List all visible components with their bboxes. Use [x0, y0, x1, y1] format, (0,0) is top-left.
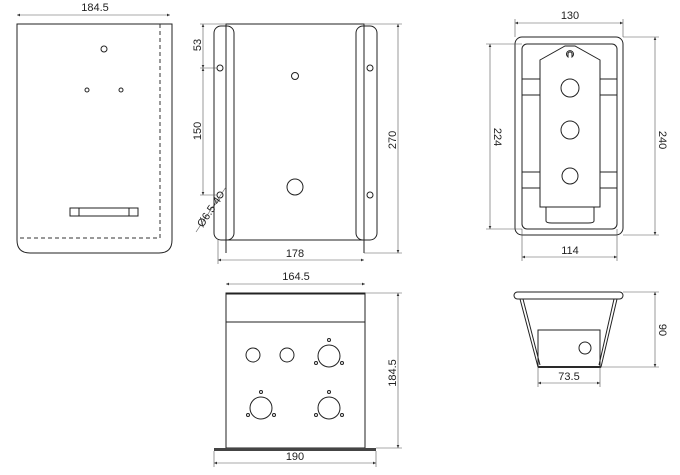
slot [69, 207, 139, 217]
dim-270-label: 270 [387, 131, 399, 149]
dim-150-label: 150 [192, 122, 204, 140]
mount-hole [366, 64, 374, 72]
hole [560, 78, 580, 98]
front-view: 184.5 [16, 2, 173, 254]
dim-130-label: 130 [561, 10, 579, 22]
section-view: 90 73.5 [513, 291, 668, 387]
hole [245, 347, 261, 363]
right-flange [355, 25, 378, 241]
hole [118, 87, 124, 93]
hole [560, 120, 580, 140]
plate-section [537, 329, 601, 368]
top-view: 130 224 240 114 [486, 10, 668, 261]
hidden-edge [17, 24, 161, 239]
hole [279, 347, 295, 363]
inner-frame [521, 43, 618, 230]
dim-90-label: 90 [656, 324, 668, 336]
hole-note-label: Ø6.5-4 [195, 195, 224, 230]
mount-hole [216, 64, 224, 72]
dim-114-label: 114 [561, 245, 579, 257]
side-view: 53 150 270 178 Ø6.5-4 [192, 23, 402, 264]
front-panel-outline [16, 23, 173, 254]
back-view: 164.5 184.5 190 [213, 271, 402, 467]
mounting-plate [539, 45, 601, 208]
connector-hole [314, 390, 344, 420]
rails [522, 78, 617, 189]
dim-224-label: 224 [491, 128, 503, 146]
keyhole-icon [566, 50, 574, 58]
dim-73-5-label: 73.5 [558, 371, 579, 383]
dim-178-label: 178 [286, 248, 304, 260]
lip [513, 291, 624, 300]
mount-hole [366, 191, 374, 199]
housing-inner [522, 298, 615, 366]
hole [84, 87, 90, 93]
left-flange [213, 25, 235, 241]
hole [291, 72, 299, 80]
dim-184-5-label: 184.5 [387, 359, 399, 387]
cable-hole [286, 178, 304, 196]
hole [561, 167, 579, 185]
dim-240-label: 240 [656, 131, 668, 149]
outer-frame [514, 36, 624, 236]
hole [100, 45, 108, 53]
connector-hole [314, 338, 344, 368]
main-plate [225, 23, 365, 241]
connector-hole [246, 390, 276, 420]
hole [578, 341, 592, 355]
bottom-tab [545, 207, 595, 224]
dim-164-5-label: 164.5 [282, 271, 310, 283]
front-width-label: 184.5 [81, 2, 109, 14]
dim-53-label: 53 [192, 39, 204, 51]
dim-190-label: 190 [286, 451, 304, 463]
base-flange [214, 448, 376, 451]
leader-line [195, 186, 227, 233]
back-panel [225, 292, 366, 449]
housing-outer [519, 298, 618, 368]
